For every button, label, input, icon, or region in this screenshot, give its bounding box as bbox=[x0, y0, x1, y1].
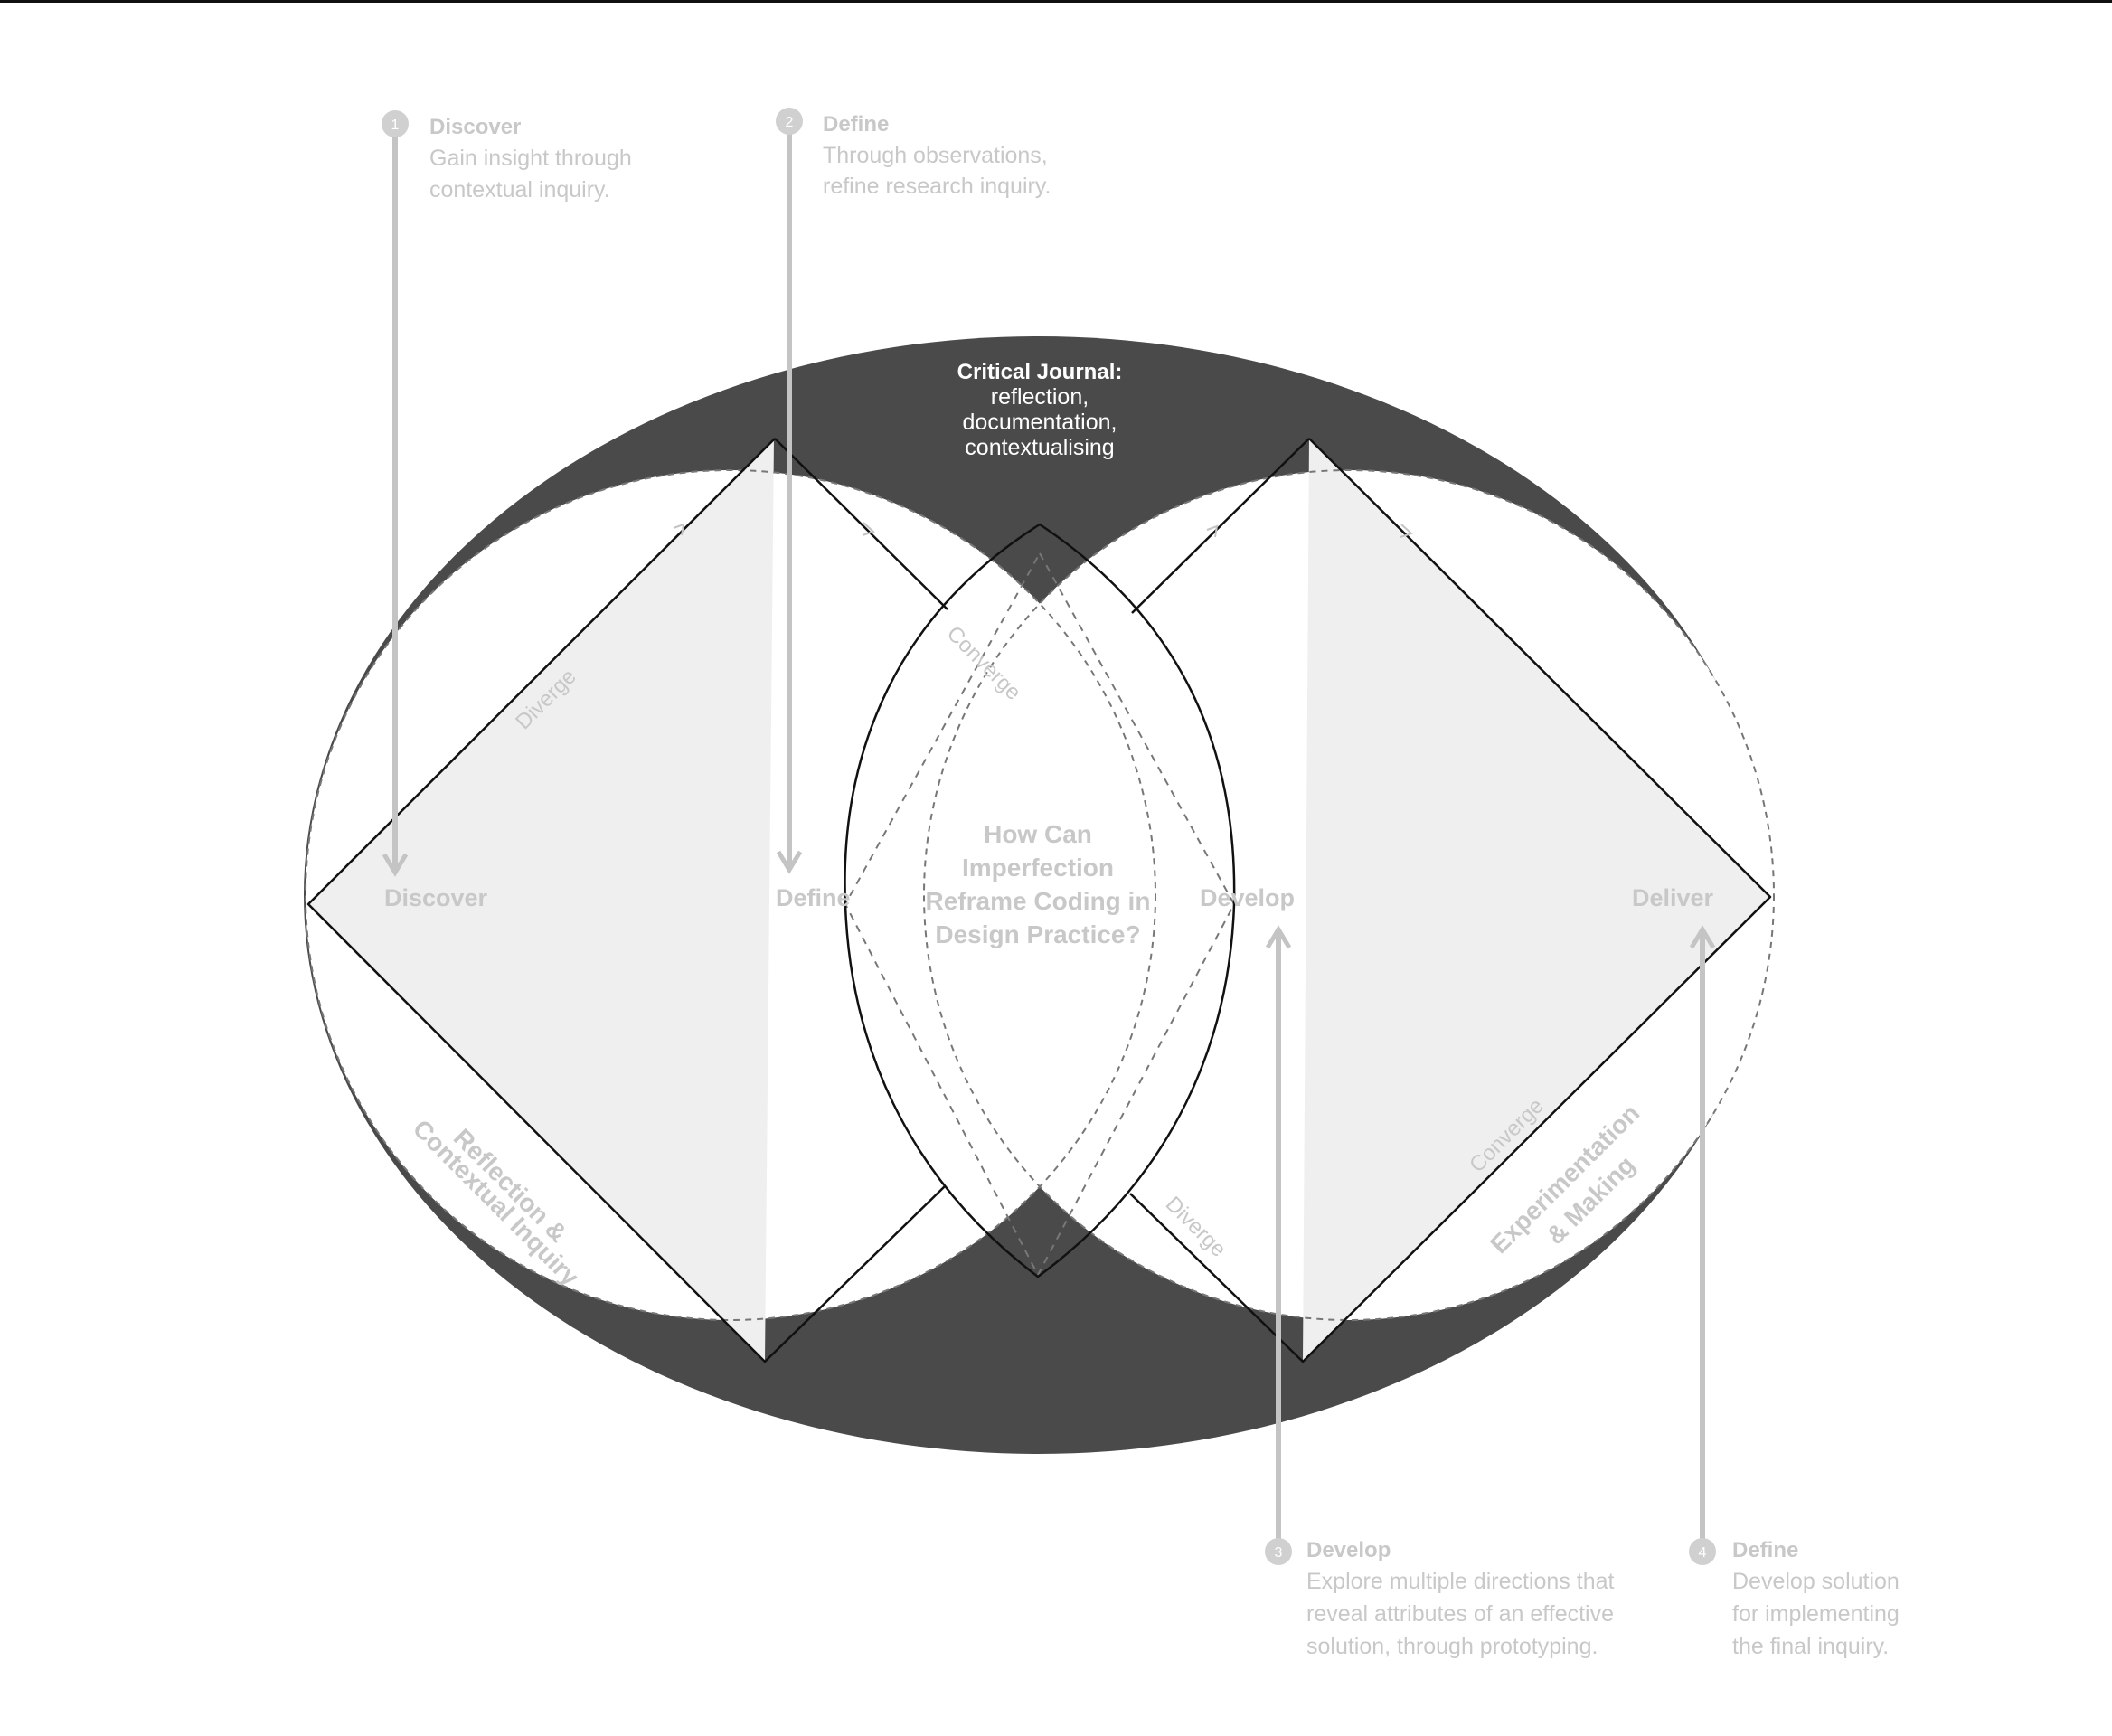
center-question-line-1: How Can bbox=[984, 820, 1092, 848]
center-question-line-2: Imperfection bbox=[962, 854, 1114, 882]
lens-outline bbox=[844, 523, 1236, 1278]
step-number-circle-2 bbox=[776, 108, 803, 135]
phase-label-define: Define bbox=[776, 884, 851, 911]
annotation-1-title: Discover bbox=[429, 115, 521, 139]
right-circle-dashed-outline bbox=[923, 469, 1775, 1321]
phase-label-deliver: Deliver bbox=[1632, 884, 1714, 911]
step-number-4: 4 bbox=[1699, 1545, 1707, 1561]
right-diamond-outline bbox=[1129, 438, 1772, 1363]
step-number-circle-4 bbox=[1689, 1538, 1716, 1565]
arrow-tick-4 bbox=[1400, 524, 1413, 538]
step-number-2: 2 bbox=[786, 115, 794, 130]
annotation-2-line-1: Through observations, bbox=[823, 143, 1048, 168]
center-question-line-3: Reframe Coding in bbox=[926, 887, 1151, 915]
annotation-4-line-1: Develop solution bbox=[1732, 1569, 1900, 1594]
journal-line-3: contextualising bbox=[965, 435, 1114, 460]
annotation-4-title: Define bbox=[1732, 1538, 1798, 1562]
annotation-3-line-2: reveal attributes of an effective bbox=[1306, 1601, 1614, 1627]
annotation-3-line-3: solution, through prototyping. bbox=[1306, 1634, 1598, 1659]
annotation-4-line-2: for implementing bbox=[1732, 1601, 1900, 1627]
center-question-line-4: Design Practice? bbox=[935, 920, 1140, 948]
arrow-tick-2 bbox=[862, 522, 875, 536]
step-number-1: 1 bbox=[391, 118, 400, 133]
journal-title: Critical Journal: bbox=[957, 360, 1123, 384]
left-diamond-outline bbox=[306, 438, 946, 1363]
right-diamond-fill bbox=[1303, 439, 1770, 1362]
annotation-1-line-1: Gain insight through bbox=[429, 146, 632, 171]
step-number-circle-1 bbox=[382, 110, 409, 137]
left-diamond-fill bbox=[308, 439, 774, 1362]
pointer-arrow-3 bbox=[1265, 925, 1292, 949]
left-diamond-top-right bbox=[774, 438, 948, 610]
arrow-tick-3 bbox=[1206, 524, 1219, 538]
annotation-3-line-1: Explore multiple directions that bbox=[1306, 1569, 1614, 1594]
left-circle-dashed-outline bbox=[305, 469, 1156, 1321]
step-number-3: 3 bbox=[1275, 1545, 1283, 1561]
phase-label-discover: Discover bbox=[384, 884, 488, 911]
annotation-2-line-2: refine research inquiry. bbox=[823, 174, 1051, 199]
right-diamond-top-left bbox=[1131, 438, 1310, 614]
annotation-4-line-3: the final inquiry. bbox=[1732, 1634, 1889, 1659]
journal-line-1: reflection, bbox=[991, 384, 1089, 410]
arrow-tick-1 bbox=[673, 523, 685, 536]
step-number-circle-3 bbox=[1265, 1538, 1292, 1565]
phase-label-develop: Develop bbox=[1200, 884, 1295, 911]
pointer-arrow-4 bbox=[1689, 925, 1716, 949]
top-rule bbox=[0, 0, 2112, 3]
annotation-1-line-2: contextual inquiry. bbox=[429, 177, 610, 203]
pointer-arrow-1 bbox=[382, 853, 409, 877]
annotation-3-title: Develop bbox=[1306, 1538, 1391, 1562]
pointer-arrow-2 bbox=[776, 850, 803, 874]
inner-dashed-diamond bbox=[844, 551, 1236, 1278]
journal-line-2: documentation, bbox=[963, 410, 1117, 435]
annotation-2-title: Define bbox=[823, 112, 889, 137]
